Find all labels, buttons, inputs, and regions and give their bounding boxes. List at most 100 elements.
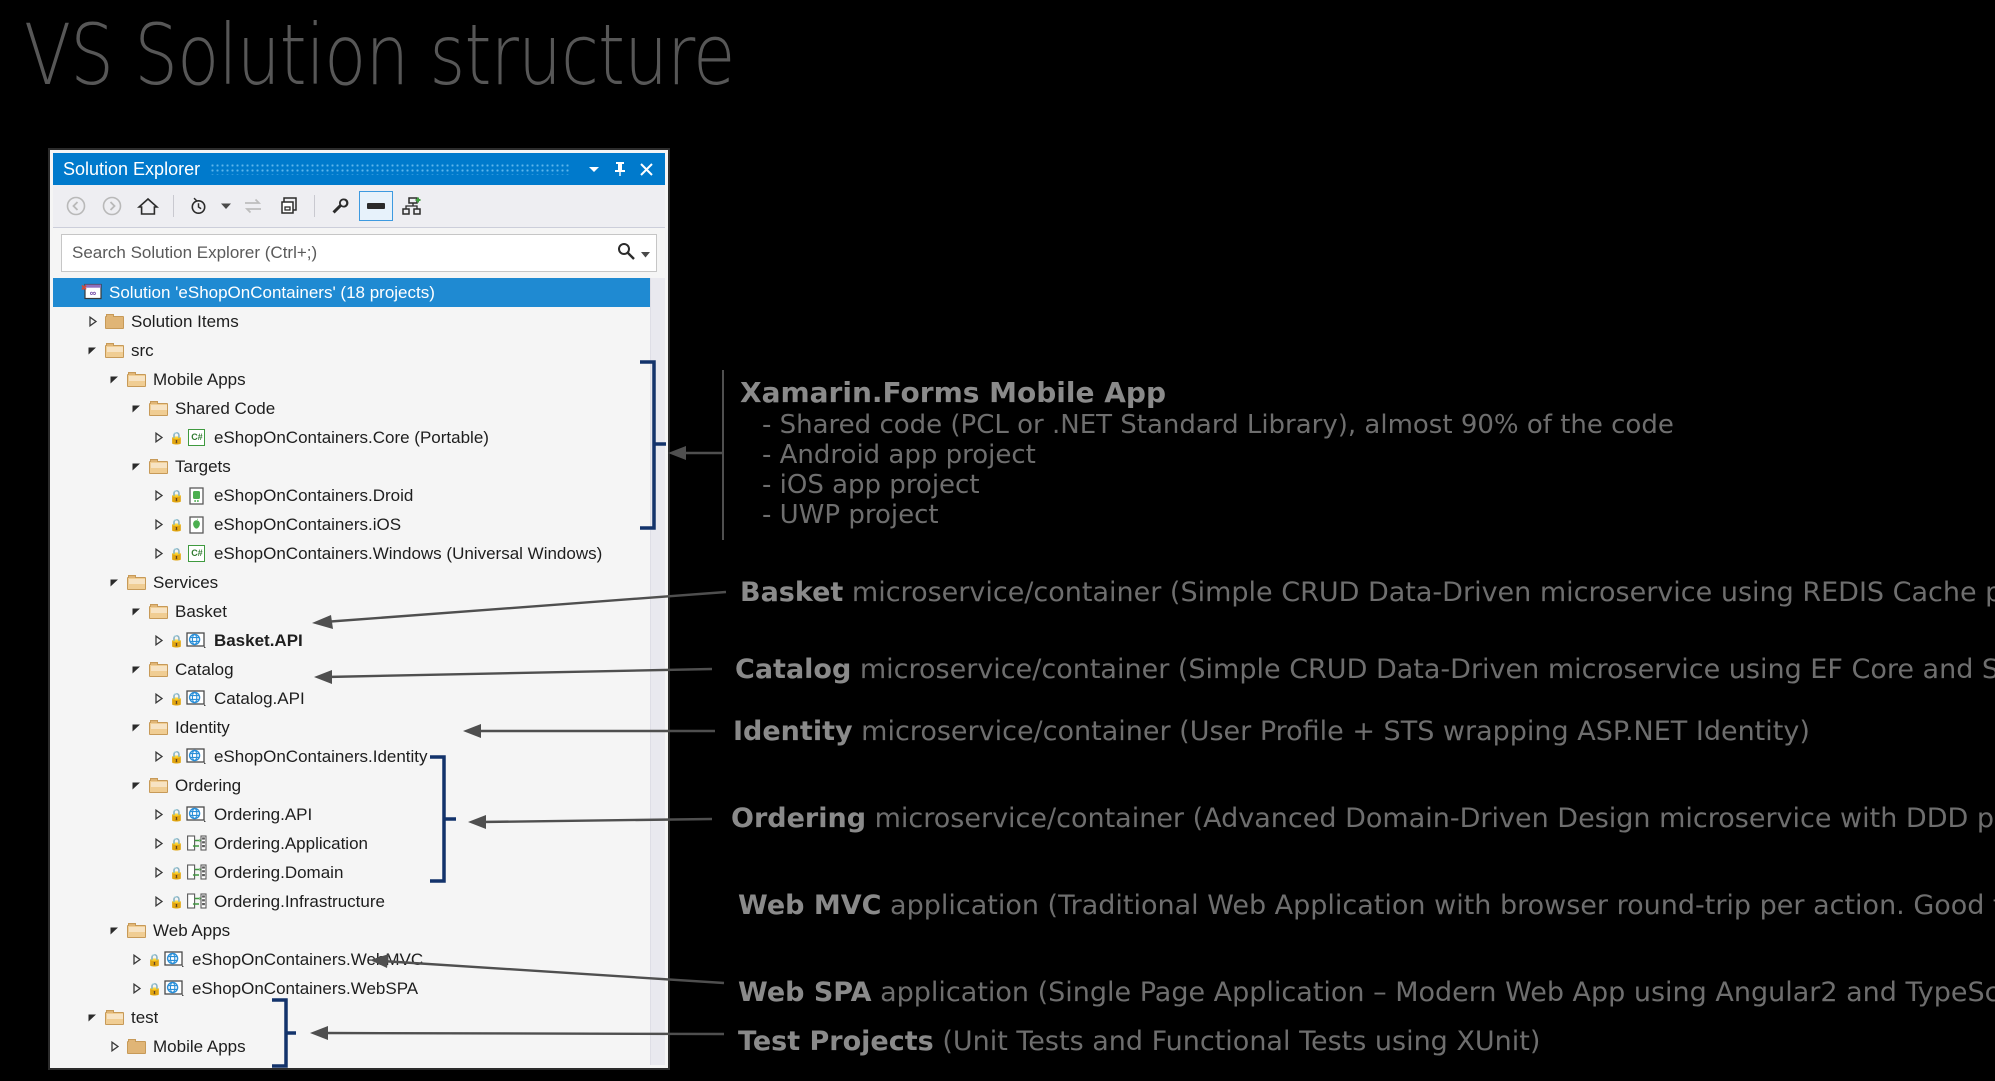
tree-row[interactable]: Web Apps <box>53 916 665 945</box>
tree-row[interactable]: Mobile Apps <box>53 1032 665 1061</box>
twisty-expanded-icon[interactable] <box>81 1012 103 1023</box>
tree-row-label: Ordering.Domain <box>213 862 344 882</box>
twisty-expanded-icon[interactable] <box>125 606 147 617</box>
twisty-expanded-icon[interactable] <box>103 577 125 588</box>
annotation-identity: Identity microservice/container (User Pr… <box>733 716 1810 747</box>
tree-row[interactable]: 🔒Ordering.Infrastructure <box>53 887 665 916</box>
twisty-collapsed-icon[interactable] <box>103 1041 125 1052</box>
twisty-collapsed-icon[interactable] <box>125 954 147 965</box>
back-icon[interactable] <box>59 191 93 221</box>
twisty-collapsed-icon[interactable] <box>147 838 169 849</box>
folder-open-icon <box>147 776 169 796</box>
close-icon[interactable] <box>633 156 659 182</box>
tree-row[interactable]: Solution Items <box>53 307 665 336</box>
twisty-collapsed-icon[interactable] <box>147 867 169 878</box>
pin-icon[interactable] <box>607 156 633 182</box>
twisty-expanded-icon[interactable] <box>125 461 147 472</box>
tree-row[interactable]: Ordering <box>53 771 665 800</box>
twisty-collapsed-icon[interactable] <box>147 490 169 501</box>
twisty-collapsed-icon[interactable] <box>147 896 169 907</box>
solution-tree[interactable]: ∞Solution 'eShopOnContainers' (18 projec… <box>53 278 665 1065</box>
tree-row[interactable]: Identity <box>53 713 665 742</box>
solution-explorer-panel: Solution Explorer <box>48 148 670 1070</box>
tree-row[interactable]: 🔒eShopOnContainers.WebSPA <box>53 974 665 1003</box>
tree-row[interactable]: 🔒eShopOnContainers.Droid <box>53 481 665 510</box>
tree-row[interactable]: test <box>53 1003 665 1032</box>
chevron-down-icon[interactable] <box>218 191 234 221</box>
tree-row[interactable]: 🔒eShopOnContainers.WebMVC <box>53 945 665 974</box>
tree-row[interactable]: src <box>53 336 665 365</box>
properties-icon[interactable] <box>323 191 357 221</box>
folder-open-icon <box>125 573 147 593</box>
twisty-collapsed-icon[interactable] <box>147 751 169 762</box>
lock-icon: 🔒 <box>169 865 184 880</box>
annotation-xamarin-heading: Xamarin.Forms Mobile App <box>740 376 1166 409</box>
twisty-collapsed-icon[interactable] <box>147 548 169 559</box>
tree-row[interactable]: 🔒Ordering.Application <box>53 829 665 858</box>
tree-row[interactable]: 🔒Basket.API <box>53 626 665 655</box>
home-icon[interactable] <box>131 191 165 221</box>
panel-title-bar: Solution Explorer <box>53 153 665 185</box>
search-placeholder: Search Solution Explorer (Ctrl+;) <box>72 243 318 262</box>
tree-row[interactable]: 🔒 Ordering.Domain <box>53 858 665 887</box>
tree-row[interactable]: 🔒eShopOnContainers.Identity <box>53 742 665 771</box>
tree-row[interactable]: Services <box>53 1061 665 1065</box>
tree-row[interactable]: 🔒Catalog.API <box>53 684 665 713</box>
twisty-expanded-icon[interactable] <box>125 722 147 733</box>
tree-row-label: Identity <box>175 717 230 737</box>
folder-open-icon <box>147 660 169 680</box>
annotation-webmvc-rest: application (Traditional Web Application… <box>881 890 1995 921</box>
tree-row-label: Ordering <box>175 775 242 795</box>
tree-row[interactable]: Targets <box>53 452 665 481</box>
pending-changes-icon[interactable] <box>182 191 216 221</box>
preview-selected-items-icon[interactable] <box>359 191 393 221</box>
title-drag-grip[interactable] <box>210 163 571 175</box>
twisty-expanded-icon[interactable] <box>125 403 147 414</box>
tree-row[interactable]: Mobile Apps <box>53 365 665 394</box>
tree-row[interactable]: 🔒eShopOnContainers.iOS <box>53 510 665 539</box>
collapse-all-icon[interactable] <box>272 191 306 221</box>
vertical-scrollbar[interactable] <box>650 278 665 1065</box>
annotation-xamarin: Xamarin.Forms Mobile App - Shared code (… <box>740 376 1674 530</box>
web-project-icon <box>164 950 186 970</box>
annotation-webspa-rest: application (Single Page Application – M… <box>871 977 1995 1008</box>
toolbar-divider <box>173 195 174 217</box>
twisty-collapsed-icon[interactable] <box>147 635 169 646</box>
annotation-tests-rest: (Unit Tests and Functional Tests using X… <box>933 1026 1541 1057</box>
twisty-expanded-icon[interactable] <box>103 925 125 936</box>
annotation-catalog: Catalog microservice/container (Simple C… <box>735 654 1995 685</box>
twisty-collapsed-icon[interactable] <box>147 519 169 530</box>
twisty-expanded-icon[interactable] <box>125 664 147 675</box>
show-all-files-icon[interactable] <box>395 191 429 221</box>
tree-row-label: Catalog.API <box>213 688 305 708</box>
annotation-webspa-lead: Web SPA <box>738 977 872 1008</box>
sync-icon[interactable] <box>236 191 270 221</box>
tree-row[interactable]: Shared Code <box>53 394 665 423</box>
twisty-expanded-icon[interactable] <box>125 780 147 791</box>
folder-open-icon <box>147 399 169 419</box>
forward-icon[interactable] <box>95 191 129 221</box>
tree-row[interactable]: Basket <box>53 597 665 626</box>
search-icon[interactable] <box>616 241 636 266</box>
tree-row[interactable]: 🔒C#eShopOnContainers.Core (Portable) <box>53 423 665 452</box>
twisty-collapsed-icon[interactable] <box>81 316 103 327</box>
twisty-expanded-icon[interactable] <box>103 374 125 385</box>
tree-row-selected[interactable]: ∞Solution 'eShopOnContainers' (18 projec… <box>53 278 651 307</box>
search-input[interactable]: Search Solution Explorer (Ctrl+;) <box>61 234 657 272</box>
annotation-tests: Test Projects (Unit Tests and Functional… <box>738 1026 1540 1057</box>
toolbar-divider <box>314 195 315 217</box>
search-options-chevron-icon[interactable] <box>641 243 650 263</box>
android-project-icon <box>186 486 208 506</box>
chevron-down-icon[interactable] <box>581 156 607 182</box>
tree-row[interactable]: Catalog <box>53 655 665 684</box>
twisty-collapsed-icon[interactable] <box>147 809 169 820</box>
tree-row[interactable]: Services <box>53 568 665 597</box>
tree-row-label: Solution Items <box>131 311 239 331</box>
tree-row[interactable]: 🔒C#eShopOnContainers.Windows (Universal … <box>53 539 665 568</box>
twisty-collapsed-icon[interactable] <box>147 432 169 443</box>
twisty-collapsed-icon[interactable] <box>147 693 169 704</box>
twisty-collapsed-icon[interactable] <box>125 983 147 994</box>
tree-row[interactable]: 🔒Ordering.API <box>53 800 665 829</box>
twisty-expanded-icon[interactable] <box>81 345 103 356</box>
tree-row-label: eShopOnContainers.WebSPA <box>191 978 419 998</box>
